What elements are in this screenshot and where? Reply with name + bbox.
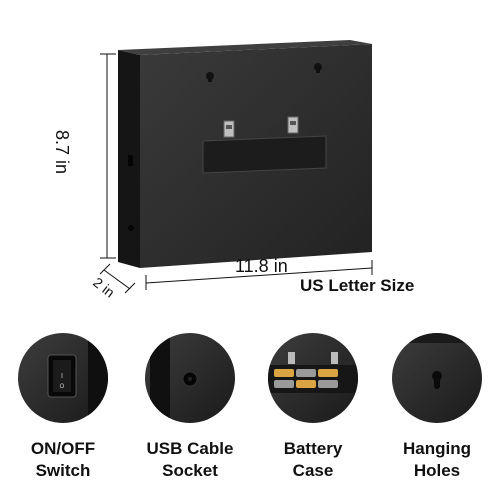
feature-label-line1: Battery bbox=[283, 439, 343, 458]
depth-dimension-line bbox=[99, 263, 136, 294]
feature-label-battery: Battery Case bbox=[258, 438, 368, 482]
feature-onoff-switch-image: I O bbox=[18, 333, 108, 423]
feature-battery-case-image bbox=[268, 333, 358, 423]
height-label: 8.7 in bbox=[52, 130, 72, 175]
box-battery-cover bbox=[202, 135, 327, 174]
box-keyhole-right bbox=[314, 63, 322, 73]
feature-label-line2: Case bbox=[292, 461, 334, 480]
box-top-edge bbox=[118, 40, 372, 55]
box-keyhole-left bbox=[206, 72, 214, 82]
height-dimension-line bbox=[100, 53, 116, 259]
width-dimension-line bbox=[145, 260, 373, 290]
box-clip-left bbox=[223, 120, 235, 138]
box-clip-right bbox=[287, 116, 299, 134]
feature-usb-socket-image bbox=[145, 333, 235, 423]
svg-text:O: O bbox=[60, 384, 65, 390]
feature-label-line2: Socket bbox=[162, 461, 218, 480]
box-side-switch bbox=[128, 155, 133, 166]
feature-label-line2: Holes bbox=[413, 461, 461, 480]
feature-label-line2: Switch bbox=[35, 461, 91, 480]
svg-text:I: I bbox=[61, 373, 63, 380]
feature-label-line1: ON/OFF bbox=[30, 439, 96, 458]
feature-label-line1: Hanging bbox=[403, 439, 471, 458]
feature-label-onoff: ON/OFF Switch bbox=[8, 438, 118, 482]
size-title: US Letter Size bbox=[300, 276, 415, 295]
feature-hanging-holes-image bbox=[392, 333, 482, 423]
feature-label-hanging: Hanging Holes bbox=[382, 438, 492, 482]
feature-label-line1: USB Cable bbox=[146, 439, 234, 458]
width-label: 11.8 in bbox=[235, 256, 288, 276]
feature-label-usb: USB Cable Socket bbox=[135, 438, 245, 482]
box-side-socket bbox=[128, 225, 134, 231]
